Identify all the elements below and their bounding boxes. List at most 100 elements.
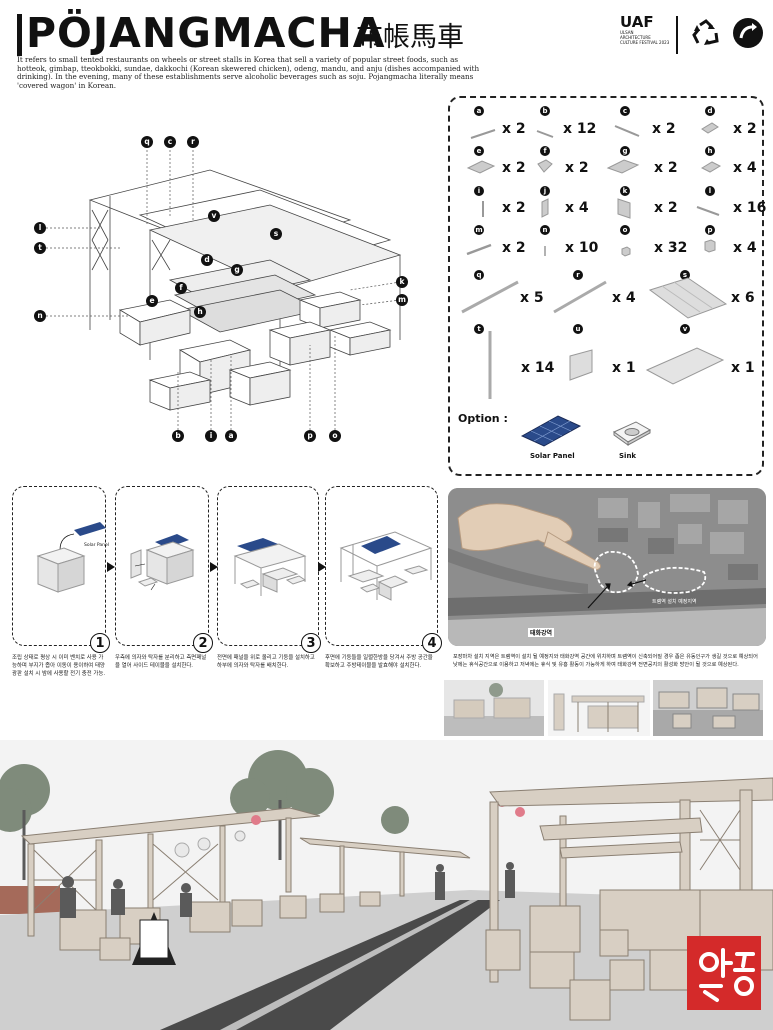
part-letter-b: b [540, 106, 550, 116]
exploded-diagram: q c r l t v s d g k m f e n h b i a p o [30, 130, 440, 460]
part-qty-j: x 4 [565, 200, 589, 216]
callout-c: c [164, 136, 176, 148]
site-aerial-photo [448, 488, 766, 646]
part-qty-g: x 2 [654, 160, 678, 176]
callout-a: a [225, 430, 237, 442]
part-letter-e: e [474, 146, 484, 156]
part-qty-o: x 32 [654, 240, 688, 256]
part-shape-i [480, 200, 486, 222]
part-letter-s: s [680, 270, 690, 280]
sink-icon [612, 420, 652, 450]
solar-panel-label: Solar Panel [530, 452, 575, 460]
part-qty-t: x 14 [521, 360, 555, 376]
step-2-panel [115, 486, 209, 646]
part-qty-q: x 5 [520, 290, 544, 306]
part-shape-c [614, 122, 640, 141]
part-qty-m: x 2 [502, 240, 526, 256]
step-3-text: 전면에 패널을 위로 올리고 기둥을 설치하고 하부에 의자와 탁자를 배치한다… [217, 655, 315, 669]
part-shape-s [648, 276, 728, 324]
part-letter-d: d [705, 106, 715, 116]
step-4-number: 4 [422, 633, 442, 653]
part-letter-n: n [540, 225, 550, 235]
part-shape-l [696, 202, 720, 221]
part-shape-h [700, 158, 722, 180]
part-qty-r: x 4 [612, 290, 636, 306]
callout-v: v [208, 210, 220, 222]
header-divider [676, 16, 678, 54]
part-letter-o: o [620, 225, 630, 235]
part-letter-g: g [620, 146, 630, 156]
part-letter-l: l [705, 186, 715, 196]
sink-label: Sink [619, 452, 637, 460]
uaf-logo-line-2: ARCHITECTURE [620, 35, 651, 40]
part-shape-v [645, 344, 725, 392]
part-shape-t [487, 330, 493, 404]
part-shape-p [703, 238, 717, 258]
part-shape-e [466, 158, 496, 180]
part-letter-r: r [573, 270, 583, 280]
recycle-icon [690, 17, 722, 53]
uaf-logo-line-1: ULSAN [620, 30, 634, 35]
callout-m: m [396, 294, 408, 306]
street-render [0, 740, 773, 1030]
step-1-tag: Solar Panel [84, 543, 110, 548]
step-1-text: 조립 상태로 평상 시 이미 벤치로 사용 가능하며 부지가 좁아 이동이 용이… [12, 655, 106, 677]
part-qty-l: x 16 [733, 200, 767, 216]
thumbnail-2 [548, 680, 650, 736]
part-qty-f: x 2 [565, 160, 589, 176]
callout-p: p [304, 430, 316, 442]
uaf-logo-text: UAF [620, 13, 654, 31]
thumbnail-3 [653, 680, 763, 736]
callout-d: d [201, 254, 213, 266]
callout-k: k [396, 276, 408, 288]
callout-r: r [187, 136, 199, 148]
part-shape-k [616, 196, 632, 224]
part-qty-c: x 2 [652, 121, 676, 137]
parts-list-panel [448, 96, 764, 476]
part-shape-o [620, 242, 632, 261]
step-1-illustration [30, 520, 106, 604]
part-letter-q: q [474, 270, 484, 280]
callout-t: t [34, 242, 46, 254]
step-2-text: 우측에 의자와 탁자를 분리하고 측면패널을 열어 사이드 테이블을 설치한다. [115, 655, 207, 669]
part-shape-g [606, 156, 640, 180]
callout-o: o [329, 430, 341, 442]
seal-stamp [687, 936, 761, 1010]
part-letter-k: k [620, 186, 630, 196]
part-qty-d: x 2 [733, 121, 757, 137]
part-letter-a: a [474, 106, 484, 116]
uaf-logo-line-3: CULTURE FESTIVAL 2023 [620, 40, 670, 45]
part-shape-m [466, 240, 492, 259]
step-4-illustration [335, 526, 435, 612]
part-letter-c: c [620, 106, 630, 116]
part-letter-u: u [573, 324, 583, 334]
title-accent-bar [17, 14, 22, 56]
part-letter-p: p [705, 225, 715, 235]
step-2-illustration [125, 530, 205, 606]
uaf-logo: UAF ULSAN ARCHITECTURE CULTURE FESTIVAL … [620, 14, 669, 45]
site-description: 포장마차 설치 지역은 트램역이 설치 될 예정지와 태화강역 공간에 위치하며… [453, 654, 758, 668]
part-qty-a: x 2 [502, 121, 526, 137]
thumbnail-1 [444, 680, 544, 736]
part-shape-a [470, 124, 496, 143]
step-arrow-icon [209, 558, 219, 577]
step-arrow-icon [106, 558, 116, 577]
part-qty-v: x 1 [731, 360, 755, 376]
part-shape-n [543, 242, 547, 261]
part-shape-j [540, 198, 550, 222]
page-title-cjk: 布帳馬車 [356, 22, 464, 53]
callout-e: e [146, 295, 158, 307]
part-shape-q [460, 280, 520, 318]
solar-panel-icon [520, 414, 582, 452]
part-letter-h: h [705, 146, 715, 156]
part-shape-u [568, 348, 594, 386]
part-letter-j: j [540, 186, 550, 196]
part-letter-t: t [474, 324, 484, 334]
step-4-panel [325, 486, 438, 646]
step-3-number: 3 [301, 633, 321, 653]
part-shape-b [536, 124, 554, 143]
station-label: 태화강역 [528, 628, 555, 637]
step-arrow-icon [317, 558, 327, 577]
part-qty-e: x 2 [502, 160, 526, 176]
callout-h: h [194, 306, 206, 318]
